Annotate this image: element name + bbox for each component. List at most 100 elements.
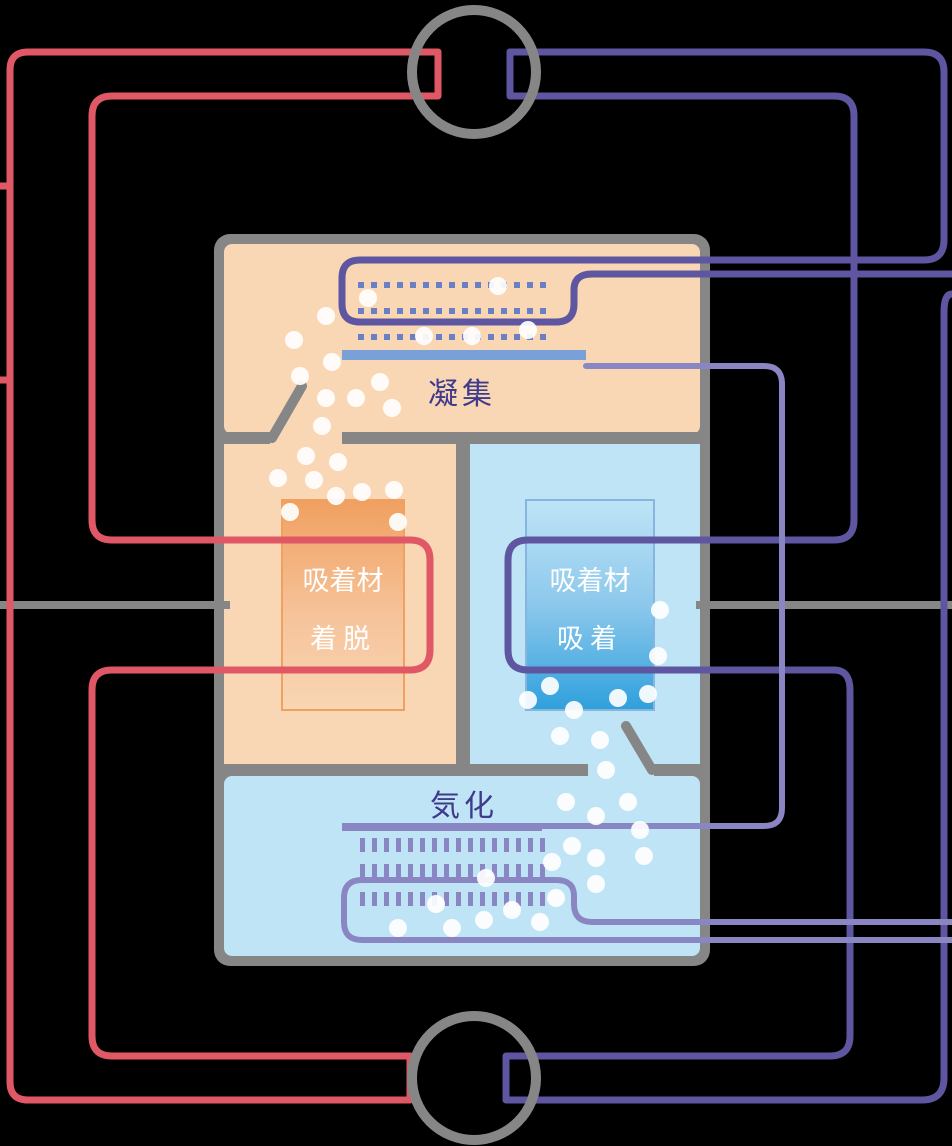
vapor-bubble	[347, 389, 365, 407]
vapor-bubble	[541, 677, 559, 695]
fin-dash	[358, 308, 364, 314]
fin-dash	[360, 892, 365, 906]
fin-dash	[432, 838, 437, 852]
refrigerant-loop	[341, 363, 952, 943]
vapor-bubble	[305, 471, 323, 489]
fin-dash	[504, 864, 509, 878]
fin-dash	[475, 282, 481, 288]
fin-dash	[444, 892, 449, 906]
fin-dash	[408, 892, 413, 906]
fin-dash	[540, 892, 545, 906]
fin-dash	[468, 892, 473, 906]
vapor-bubble	[631, 821, 649, 839]
vapor-bubble	[317, 389, 335, 407]
vapor-bubble	[313, 417, 331, 435]
vapor-bubble	[329, 453, 347, 471]
vapor-bubble	[383, 399, 401, 417]
fin-dash	[456, 838, 461, 852]
pump-top	[407, 5, 541, 139]
vapor-bubble	[389, 513, 407, 531]
fin-dash	[420, 892, 425, 906]
fin-dash	[396, 864, 401, 878]
fin-dash	[372, 892, 377, 906]
evaporate-label: 気化	[430, 789, 498, 824]
vapor-bubble	[353, 483, 371, 501]
vapor-bubble	[327, 487, 345, 505]
vapor-bubble	[551, 727, 569, 745]
vapor-bubble	[385, 481, 403, 499]
vapor-bubble	[639, 685, 657, 703]
vapor-bubble	[475, 911, 493, 929]
pump-bottom	[407, 1011, 541, 1145]
vapor-bubble	[291, 367, 309, 385]
fin-dash	[420, 864, 425, 878]
hot-water-circuit	[0, 48, 442, 1104]
fin-dash	[396, 892, 401, 906]
adsorbent-left-line2: 着脱	[310, 624, 376, 655]
divider-vertical	[457, 444, 469, 766]
fin-dash	[358, 282, 364, 288]
fin-dash	[516, 864, 521, 878]
fin-dash	[371, 308, 377, 314]
vapor-bubble	[563, 837, 581, 855]
fin-dash	[462, 282, 468, 288]
fin-dash	[384, 334, 390, 340]
fin-dash	[528, 838, 533, 852]
adsorbent-adsorbing-block	[525, 499, 655, 711]
vapor-bubble	[297, 447, 315, 465]
vapor-bubble	[285, 331, 303, 349]
vapor-bubble	[587, 849, 605, 867]
fin-dash	[436, 282, 442, 288]
adsorbent-left-line1: 吸着材	[303, 566, 384, 597]
fin-dash	[527, 308, 533, 314]
flap-valve-bottom	[621, 721, 657, 775]
fin-dash	[432, 864, 437, 878]
fin-dash	[528, 892, 533, 906]
fin-dash	[436, 334, 442, 340]
fin-dash	[384, 282, 390, 288]
vapor-bubble	[427, 895, 445, 913]
fin-dash	[462, 308, 468, 314]
evaporator-plate	[342, 823, 542, 831]
fin-dash	[410, 282, 416, 288]
fin-dash	[384, 308, 390, 314]
fin-dash	[371, 334, 377, 340]
fin-dash	[514, 334, 520, 340]
vapor-bubble	[587, 875, 605, 893]
evaporator-fins	[360, 838, 545, 906]
vapor-bubble	[543, 853, 561, 871]
vapor-bubbles	[269, 277, 669, 937]
vapor-bubble	[649, 647, 667, 665]
fin-dash	[444, 864, 449, 878]
fin-dash	[492, 892, 497, 906]
vapor-bubble	[323, 353, 341, 371]
fin-dash	[456, 864, 461, 878]
fin-dash	[449, 282, 455, 288]
vapor-bubble	[531, 913, 549, 931]
vapor-bubble	[389, 919, 407, 937]
fin-dash	[514, 308, 520, 314]
fin-dash	[475, 308, 481, 314]
vapor-bubble	[415, 327, 433, 345]
fin-dash	[397, 334, 403, 340]
vapor-bubble	[557, 793, 575, 811]
fin-dash	[492, 864, 497, 878]
fin-dash	[501, 334, 507, 340]
fin-dash	[516, 838, 521, 852]
cold-water-circuit	[338, 48, 952, 1104]
fin-dash	[468, 864, 473, 878]
fin-dash	[410, 308, 416, 314]
vapor-bubble	[371, 373, 389, 391]
fin-dash	[527, 282, 533, 288]
adsorbent-right-line2: 吸着	[557, 624, 623, 655]
fin-dash	[504, 892, 509, 906]
divider-horizontal-top	[224, 432, 700, 444]
fin-dash	[540, 308, 546, 314]
fin-dash	[449, 334, 455, 340]
fin-dash	[397, 282, 403, 288]
fin-dash	[397, 308, 403, 314]
fin-dash	[468, 838, 473, 852]
fin-dash	[384, 838, 389, 852]
fin-dash	[514, 282, 520, 288]
